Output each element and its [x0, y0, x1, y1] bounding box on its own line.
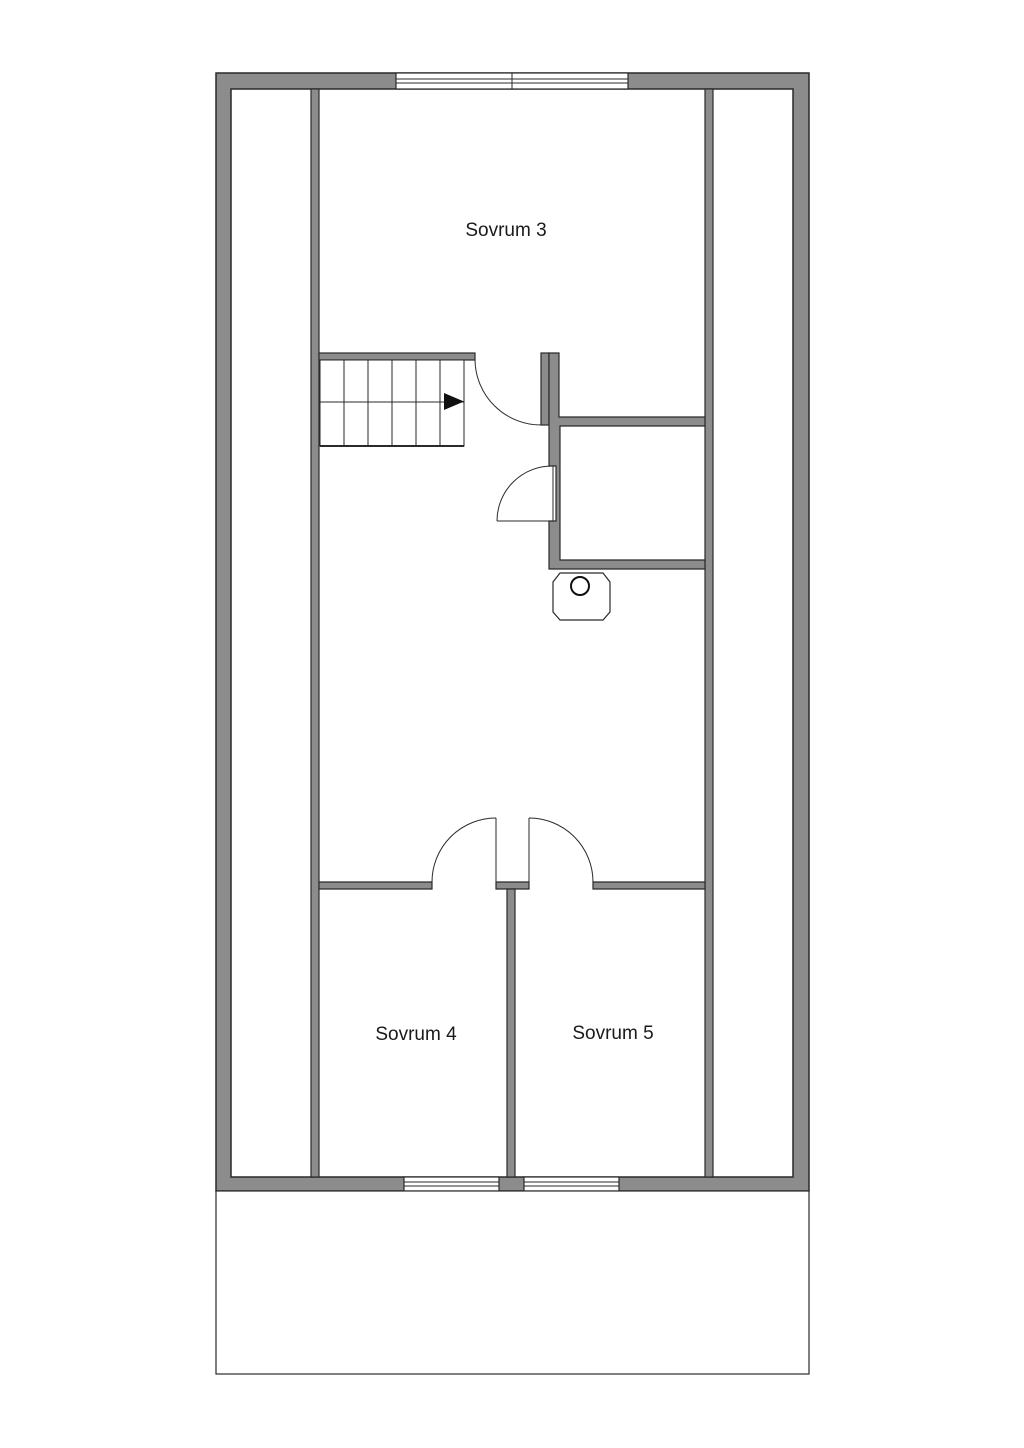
chimney-icon — [552, 572, 611, 621]
door-closet — [496, 465, 554, 522]
room-label-sovrum-5: Sovrum 5 — [572, 1023, 653, 1044]
stair-wall-top — [318, 352, 476, 361]
bedroom-front-wall — [318, 881, 706, 890]
knee-wall-left — [310, 88, 320, 1178]
knee-wall-right — [704, 88, 714, 1178]
partition-sovrum-4-5 — [506, 888, 516, 1178]
stair-arrow-icon — [444, 393, 464, 410]
door-sovrum-3 — [474, 359, 542, 426]
window-top — [395, 72, 629, 90]
door-sovrum-4 — [431, 817, 497, 883]
room-label-sovrum-3: Sovrum 3 — [465, 220, 546, 241]
staircase — [319, 359, 465, 447]
window-sovrum-5 — [523, 1176, 620, 1192]
closet-walls — [548, 352, 706, 570]
window-sovrum-4 — [403, 1176, 500, 1192]
balcony-area — [215, 1190, 810, 1375]
room-label-sovrum-4: Sovrum 4 — [375, 1024, 457, 1045]
hall-wall-stub — [540, 352, 550, 426]
door-sovrum-5 — [528, 817, 594, 883]
